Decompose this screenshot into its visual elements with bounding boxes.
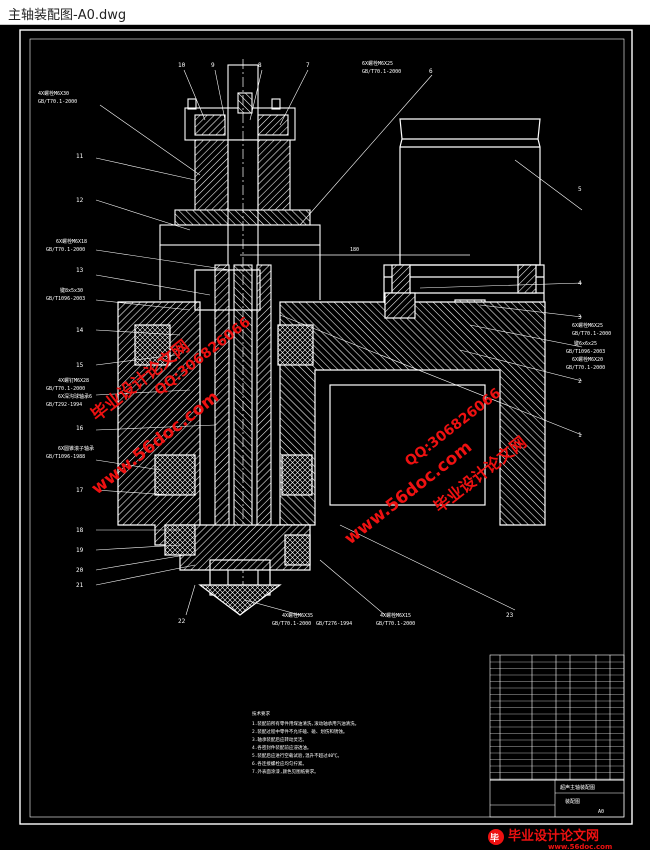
callout-text: GB/T70.1-2000 (362, 69, 401, 75)
callout-text: GB/T70.1-2000 (46, 247, 85, 253)
callout-text: 键6x6x25 (574, 340, 597, 347)
notes-line: 7.外表面涂漆,颜色见图纸要求。 (252, 768, 319, 775)
item-number-label: 18 (76, 527, 84, 534)
item-number-label: 11 (76, 153, 84, 160)
parts-list-rows (490, 661, 624, 780)
item-number-label: 2 (578, 378, 582, 385)
parts-list-table (489, 654, 625, 818)
dimension-label: 180 (350, 247, 359, 253)
notes-line: 2.装配过程中零件不允许磕、碰、划伤和锈蚀。 (252, 728, 347, 735)
brand-logo: 毕 毕业设计论文网 www.56doc.com (482, 828, 650, 850)
item-number-label: 5 (578, 186, 582, 193)
item-number-labels: 10 9 8 7 6 11 12 13 14 15 16 17 18 19 20… (76, 62, 582, 625)
callout-text: 6X螺栓M6X25 (362, 60, 393, 67)
window-titlebar: 主轴装配图-A0.dwg (0, 0, 650, 25)
callout-text: 6X螺栓M6X25 (572, 322, 603, 329)
notes-title: 技术要求 (252, 710, 270, 717)
item-number-label: 3 (578, 314, 582, 321)
callout-text: GB/T1096-2003 (46, 296, 85, 302)
item-number-label: 20 (76, 567, 84, 574)
callout-text: GB/T292-1994 (46, 402, 82, 408)
notes-line: 4.各密封件装配前应浸透油。 (252, 744, 311, 751)
item-number-label: 23 (506, 612, 514, 619)
cad-drawing-canvas[interactable]: 10 9 8 7 6 11 12 13 14 15 16 17 18 19 20… (0, 25, 650, 850)
callout-text: 4X螺栓M6X30 (38, 90, 69, 97)
item-number-label: 9 (211, 62, 215, 69)
callout-text: GB/T70.1-2000 (38, 99, 77, 105)
notes-line: 5.装配后应进行空载试验,温升不超过40℃。 (252, 752, 342, 759)
item-number-label: 14 (76, 327, 84, 334)
item-number-label: 12 (76, 197, 84, 204)
callout-text: GB/T1096-2003 (566, 349, 605, 355)
callout-text: GB/T70.1-2000 (46, 386, 85, 392)
item-number-label: 13 (76, 267, 84, 274)
title-block-size: A0 (598, 809, 604, 815)
title-block-name: 超声主轴装配图 (560, 784, 595, 791)
callout-text: GB/T70.1-2000 (566, 365, 605, 371)
item-number-label: 10 (178, 62, 186, 69)
brand-site: www.56doc.com (548, 843, 612, 850)
title-block: 超声主轴装配图 装配图 A0 (560, 784, 604, 815)
callout-text: 键8x5x30 (60, 287, 83, 294)
item-number-label: 17 (76, 487, 84, 494)
item-number-label: 6 (429, 68, 433, 75)
callout-text: 6X圆锥滚子轴承 (58, 445, 94, 452)
sheet-border (19, 29, 633, 825)
item-number-label: 15 (76, 362, 84, 369)
callout-text: 6X螺栓M6X18 (56, 238, 87, 245)
base-housing (117, 269, 546, 616)
motor-housing (383, 118, 545, 306)
svg-text:毕: 毕 (490, 832, 499, 844)
callout-text: 4X螺钉M6X28 (58, 377, 89, 384)
item-number-label: 22 (178, 618, 186, 625)
item-number-label: 8 (258, 62, 262, 69)
title-block-sub: 装配图 (565, 798, 580, 805)
callout-text: GB/T70.1-2000 (376, 621, 415, 627)
callout-text: GB/T1096-1988 (46, 454, 85, 460)
window-title: 主轴装配图-A0.dwg (8, 8, 127, 23)
callout-text: GB/T70.1-2000 (572, 331, 611, 337)
item-number-label: 4 (578, 280, 582, 287)
item-number-label: 21 (76, 582, 84, 589)
item-number-label: 1 (578, 432, 582, 439)
item-number-label: 7 (306, 62, 310, 69)
notes-line: 3.轴承装配后应转动灵活。 (252, 736, 307, 743)
notes-line: 6.各连接螺栓应均匀拧紧。 (252, 760, 307, 767)
notes-line: 1.装配前所有零件用煤油清洗,滚动轴承用汽油清洗。 (252, 720, 359, 727)
item-number-label: 19 (76, 547, 84, 554)
fastener-callouts: 4X螺栓M6X30 GB/T70.1-2000 6X螺栓M6X25 GB/T70… (38, 60, 611, 627)
callout-text: 4X螺栓M6X15 (380, 612, 411, 619)
callout-text: 6X深沟球轴承6 (58, 393, 92, 400)
callout-text: 6X螺栓M6X20 (572, 356, 603, 363)
callout-text: GB/T276-1994 (316, 621, 352, 627)
technical-notes: 技术要求 1.装配前所有零件用煤油清洗,滚动轴承用汽油清洗。 2.装配过程中零件… (252, 710, 359, 775)
item-number-label: 16 (76, 425, 84, 432)
callout-text: 4X螺栓M6X35 (282, 612, 313, 619)
callout-text: GB/T70.1-2000 (272, 621, 311, 627)
leader-lines (95, 69, 583, 616)
brand-name: 毕业设计论文网 (508, 828, 599, 844)
